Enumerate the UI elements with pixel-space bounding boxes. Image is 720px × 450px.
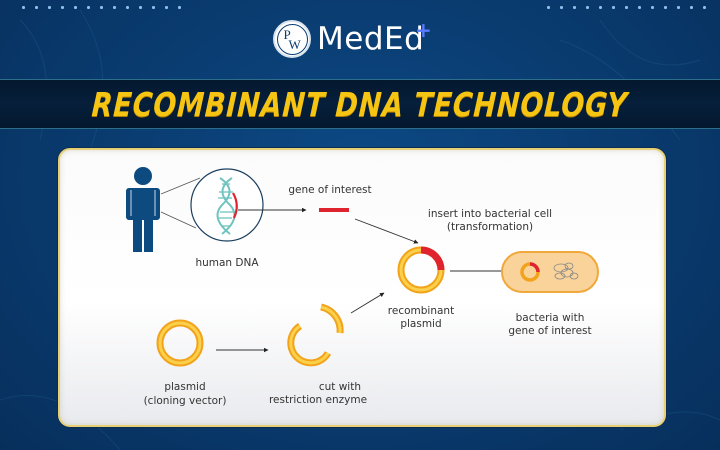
badge-letter-w: W [288,36,301,52]
label-bacteria-line1: bacteria with [515,312,585,324]
bacterium-icon [501,251,599,293]
label-insert-line1: insert into bacterial cell [427,208,553,220]
label-human-dna: human DNA [195,257,259,269]
cut-plasmid-icon [287,303,344,367]
title-banner: RECOMBINANT DNA TECHNOLOGY [0,79,720,129]
zoom-line-bottom [160,211,197,229]
decorative-dots-right [547,6,706,9]
brand-name-text: MedEd [317,21,425,57]
human-figure-icon [126,167,160,252]
magnifier-circle [190,168,264,242]
brand-logo: P W MedEd + [273,18,432,58]
label-cut-line2: restriction enzyme [268,394,368,406]
chromosome-coil-icon [553,262,579,280]
label-insert-line2: (transformation) [446,221,534,233]
badge-letter-p: P [283,26,291,42]
label-cut-line1: cut with [318,381,361,393]
label-recombinant-line2: plasmid [400,318,442,330]
label-recombinant-line1: recombinant [387,305,455,317]
pw-badge-icon: P W [273,20,311,58]
zoom-line-top [160,177,201,195]
arrow-gene-to-recombinant [354,218,419,244]
gene-segment-icon [319,208,349,212]
plus-icon: + [415,18,433,42]
label-plasmid-line2: (cloning vector) [143,395,227,407]
plasmid-ring-icon [156,319,204,367]
brand-name: MedEd + [317,18,432,57]
gene-highlight [232,192,238,219]
label-gene-of-interest: gene of interest [288,184,372,196]
recombinant-plasmid-icon [397,246,445,294]
dna-helix-icon [216,177,236,235]
arrow-cut-to-recombinant [350,292,385,314]
label-plasmid-line1: plasmid [164,381,206,393]
label-bacteria-line2: gene of interest [508,325,592,337]
decorative-dots-left [22,6,181,9]
